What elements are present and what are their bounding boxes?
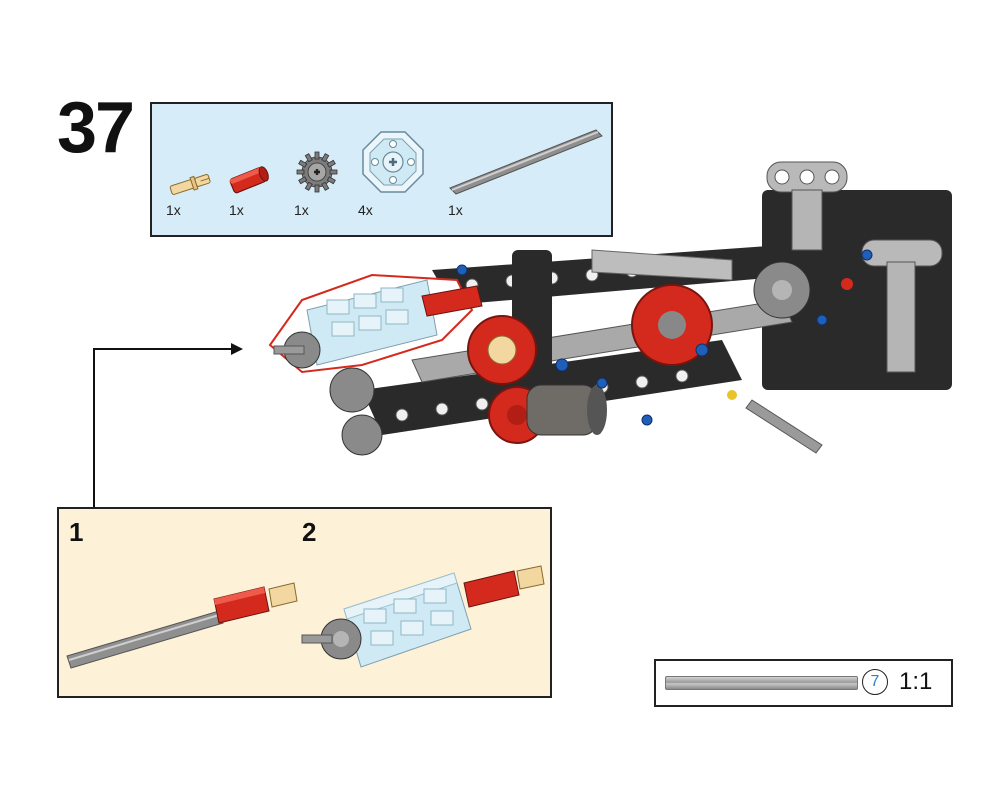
gray-long-axle-icon	[446, 118, 606, 198]
gray-gear-icon	[295, 150, 339, 194]
parts-list-box: 1x 1x	[150, 102, 613, 237]
step-number: 37	[57, 88, 135, 168]
part-qty-4: 4x	[358, 202, 373, 218]
axle-length-badge: 7	[862, 669, 888, 695]
scale-label: 1:1	[899, 668, 933, 695]
substep-illustrations	[66, 565, 545, 669]
part-qty-5: 1x	[448, 202, 463, 218]
gray-axle-ruler-icon	[665, 676, 858, 690]
red-axle-connector-icon	[225, 162, 275, 198]
model-assembly-illustration	[268, 161, 952, 456]
clear-octagonal-wheel-icon	[357, 126, 429, 198]
part-qty-1: 1x	[166, 202, 181, 218]
axle-length-ruler: 7 1:1	[654, 659, 953, 707]
substep-2-wheel-assembly	[301, 565, 545, 668]
tan-axle-pin-icon	[166, 168, 214, 200]
substep-number-2: 2	[302, 517, 317, 547]
part-qty-3: 1x	[294, 202, 309, 218]
substep-number-1: 1	[69, 517, 84, 547]
part-qty-2: 1x	[229, 202, 244, 218]
substep-box: 1 2	[57, 507, 552, 698]
substep-1-axle-assembly	[66, 582, 298, 669]
